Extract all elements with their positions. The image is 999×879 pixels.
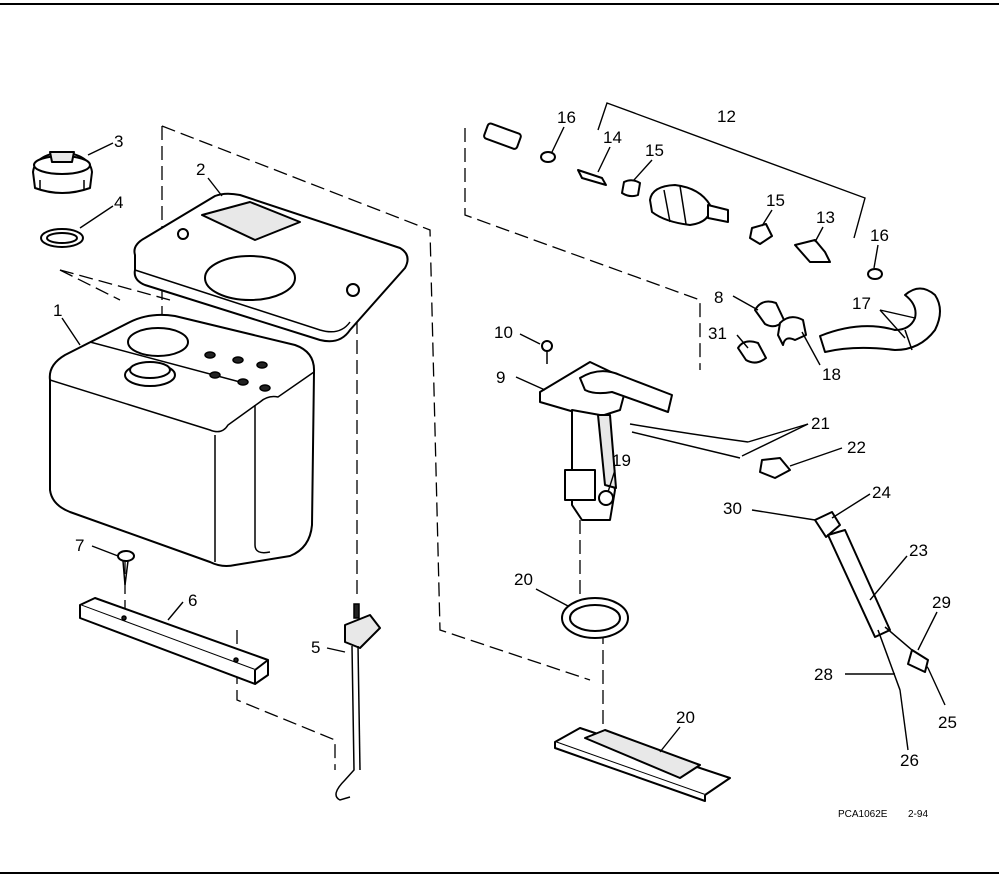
callout-1: 1 — [53, 301, 62, 320]
callout-6: 6 — [188, 591, 197, 610]
callout-13: 13 — [816, 208, 835, 227]
callout-21: 20 — [514, 570, 533, 589]
tank-cap — [32, 151, 93, 194]
callout-16a: 16 — [557, 108, 576, 127]
callout-27: 26 — [900, 751, 919, 770]
callout-14: 14 — [603, 128, 622, 147]
gasket-ring — [561, 597, 629, 639]
callout-23: 22 — [847, 438, 866, 457]
callout-30: 30 — [723, 499, 742, 518]
callout-25: 24 — [872, 483, 891, 502]
cap-gasket — [40, 228, 84, 248]
screw-part7 — [117, 550, 135, 586]
callout-15a: 15 — [645, 141, 664, 160]
screw-part10 — [541, 340, 553, 352]
callout-3: 3 — [114, 132, 123, 151]
fuel-gauge — [335, 603, 381, 801]
assembly-lines — [59, 125, 701, 770]
callout-26: 25 — [938, 713, 957, 732]
callout-15b: 15 — [766, 191, 785, 210]
leader-lines — [61, 126, 946, 753]
fuel-hose — [819, 287, 941, 353]
callout-31: 31 — [708, 324, 727, 343]
callout-20: 20 — [676, 708, 695, 727]
callout-4: 4 — [114, 193, 123, 212]
callout-24: 23 — [909, 541, 928, 560]
clamps — [737, 300, 807, 364]
callout-5: 5 — [311, 638, 320, 657]
callout-10: 10 — [494, 323, 513, 342]
callout-17: 17 — [852, 294, 871, 313]
callout-8: 8 — [714, 288, 723, 307]
callout-16b: 16 — [870, 226, 889, 245]
callout-7: 7 — [75, 536, 84, 555]
connector-part23 — [759, 457, 791, 479]
fuel-pickup-assembly — [539, 361, 673, 521]
primer-bulb-assembly — [483, 102, 883, 280]
tank-cover — [133, 192, 409, 343]
callout-22: 21 — [811, 414, 830, 433]
callout-28: 28 — [814, 665, 833, 684]
filter-plate — [554, 727, 731, 802]
callout-9: 9 — [496, 368, 505, 387]
callout-19: 19 — [612, 451, 631, 470]
bracket-part6 — [79, 597, 269, 685]
callout-2: 2 — [196, 160, 205, 179]
drawing-date: 2-94 — [908, 809, 928, 820]
callout-12: 12 — [717, 107, 736, 126]
wires — [629, 423, 749, 459]
callout-29: 29 — [932, 593, 951, 612]
callout-18: 18 — [822, 365, 841, 384]
fuel-tank — [48, 313, 316, 567]
sender-assembly — [814, 511, 929, 691]
drawing-code: PCA1062E — [838, 809, 888, 820]
